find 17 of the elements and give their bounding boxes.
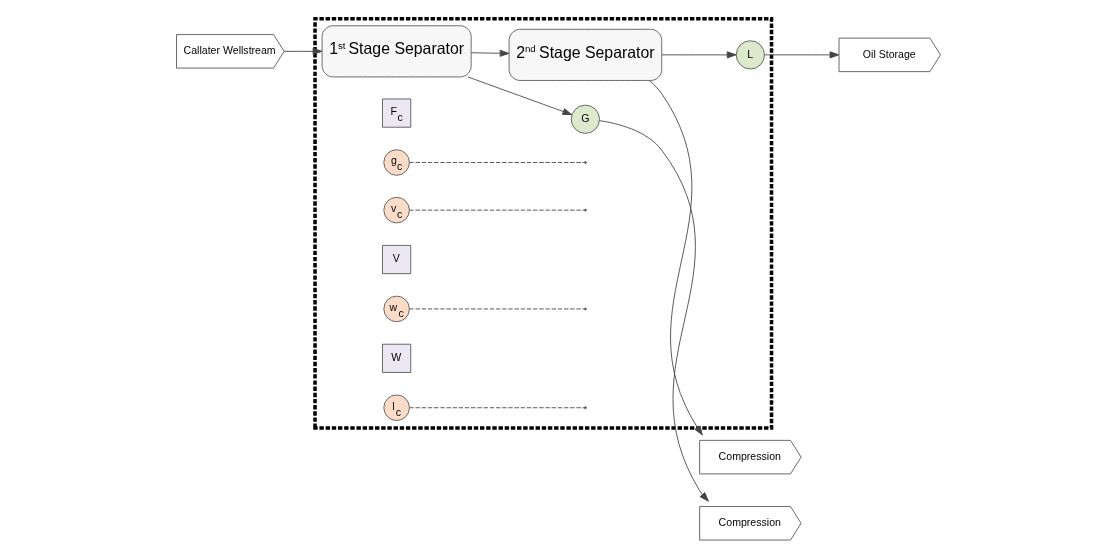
arrow (470, 49, 509, 57)
connector (408, 407, 585, 409)
arrow (467, 76, 572, 116)
connector (408, 162, 585, 163)
arrow (660, 51, 737, 59)
arrow (598, 120, 709, 502)
node-box: V (381, 245, 411, 275)
node-box: W (381, 343, 411, 373)
node-box: 2$^{nd}$ Stage Separator (508, 28, 662, 81)
connector (408, 308, 585, 310)
connector (408, 209, 585, 211)
arrow (763, 51, 839, 59)
node-circle: G (570, 104, 600, 134)
node-circle: L (735, 40, 765, 70)
arrow (648, 80, 703, 436)
arrow (283, 47, 322, 55)
node-box: 1$^{st}$ Stage Separator (321, 25, 472, 78)
